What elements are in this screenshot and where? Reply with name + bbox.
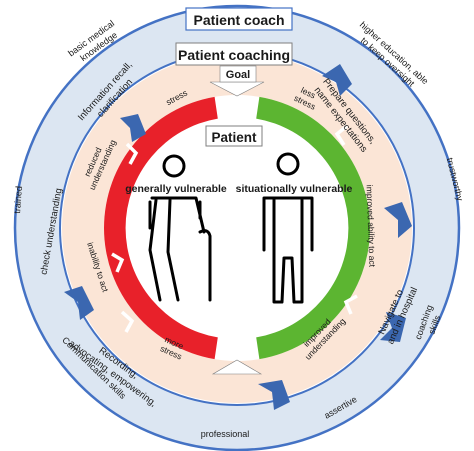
goal-label: Goal bbox=[226, 69, 250, 81]
patient-title: Patient bbox=[211, 130, 257, 145]
outer-chevron-bottom-left bbox=[64, 286, 94, 320]
bottom-notch bbox=[211, 359, 263, 375]
label-improved-ability: improved ability to act bbox=[365, 185, 378, 268]
label-situationally-vulnerable: situationally vulnerable bbox=[236, 183, 353, 195]
green-arc-chevron-2 bbox=[343, 294, 358, 315]
green-arc-chevron-1 bbox=[334, 124, 349, 146]
outer-chevron-top-right bbox=[322, 64, 352, 96]
outer-chevron-bottom-right bbox=[380, 312, 406, 342]
red-arc-chevron-1 bbox=[125, 142, 139, 165]
label-trained: trained bbox=[12, 186, 24, 214]
patient-coaching-box bbox=[175, 42, 293, 66]
elderly-person-with-cane-icon bbox=[148, 154, 212, 302]
standing-person-icon bbox=[262, 152, 314, 304]
outer-chevron-right bbox=[384, 202, 412, 238]
red-arc-chevron-2 bbox=[111, 252, 125, 273]
outer-chevron-top-left bbox=[120, 114, 146, 142]
patient-coach-box bbox=[185, 7, 293, 31]
green-arc bbox=[256, 96, 370, 360]
patient-coaching-title: Patient coaching bbox=[178, 47, 290, 63]
patient-coach-title: Patient coach bbox=[193, 12, 284, 28]
label-generally-vulnerable: generally vulnerable bbox=[125, 183, 227, 195]
goal-box bbox=[219, 65, 257, 83]
patient-box bbox=[205, 125, 263, 147]
label-professional: professional bbox=[201, 429, 250, 439]
red-arc-chevron-3 bbox=[120, 310, 135, 333]
outer-chevron-bottom bbox=[258, 380, 290, 410]
